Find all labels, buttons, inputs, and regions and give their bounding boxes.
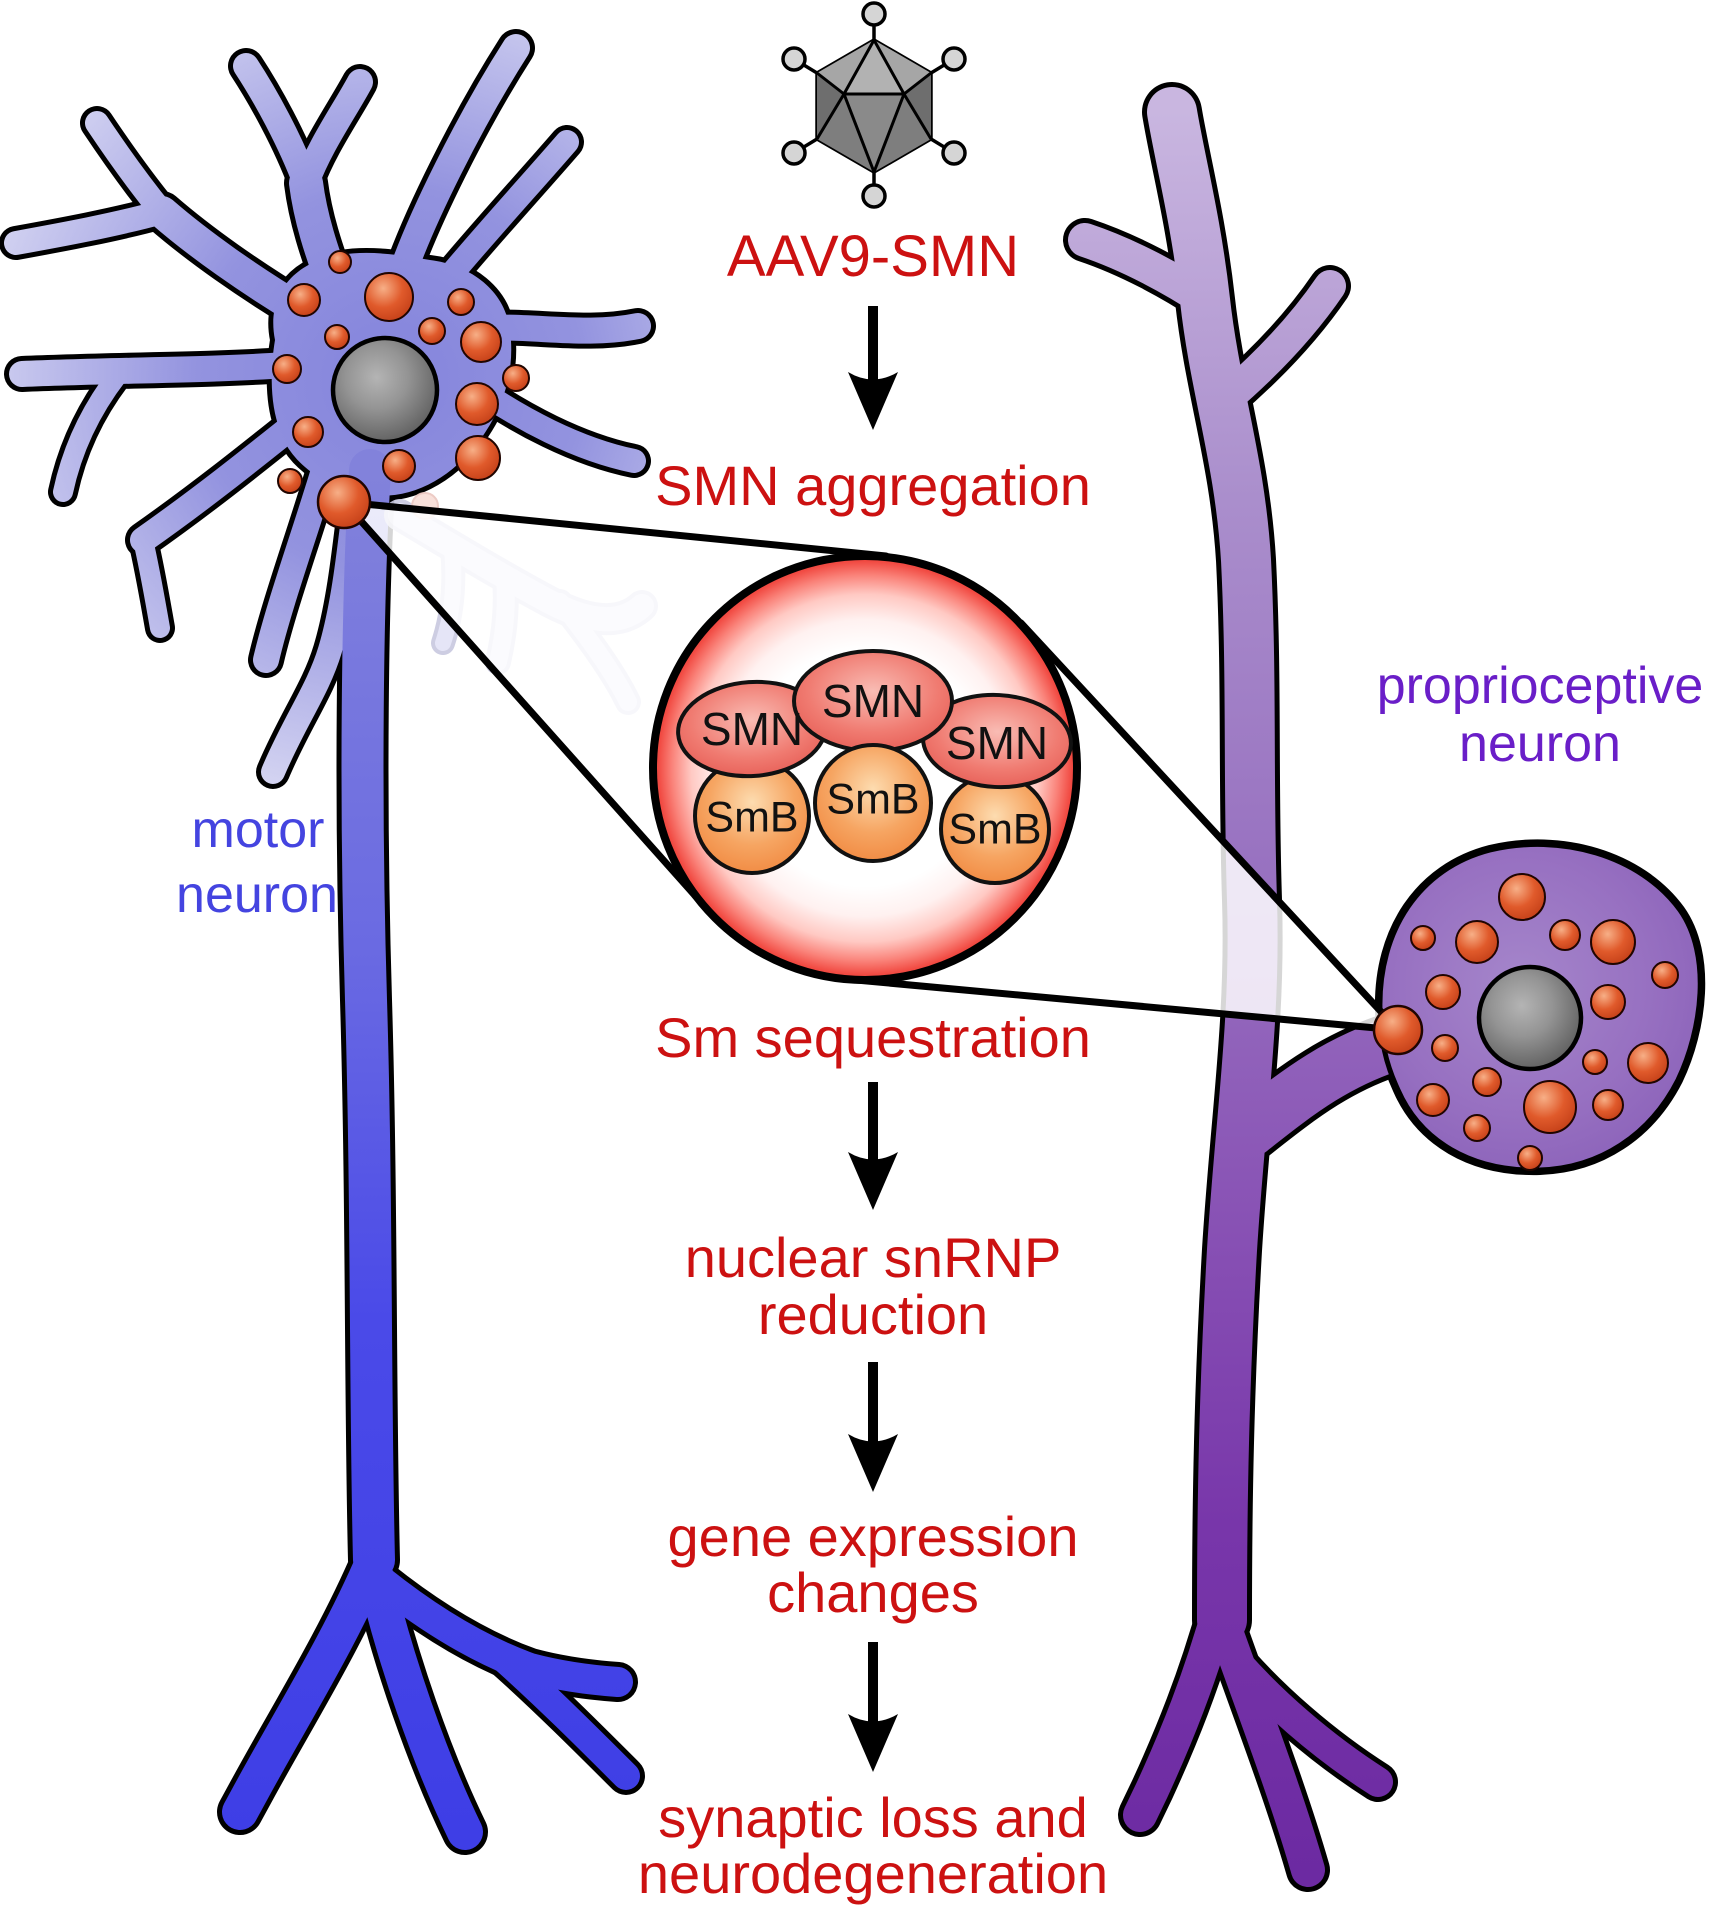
step-gene-label-line1: gene expression	[667, 1505, 1079, 1568]
aggregation-lens	[649, 552, 1081, 984]
smn-blob-label-2: SMN	[821, 675, 925, 727]
motor-neuron-label-line1: motor	[191, 801, 325, 859]
smb-blob-label-3: SmB	[948, 805, 1042, 854]
smn-blob-label-3: SMN	[945, 717, 1049, 769]
motor-neuron-nucleus	[330, 335, 440, 445]
proprioceptive-neuron-nucleus	[1476, 964, 1584, 1072]
step-gene-label-line2: changes	[767, 1561, 979, 1624]
proprioceptive-neuron-granules	[1410, 873, 1679, 1171]
virus-label: AAV9-SMN	[726, 224, 1020, 289]
flow-arrow-1	[848, 306, 898, 430]
step-snrnp-label-line1: nuclear snRNP	[684, 1226, 1062, 1289]
smb-blob-2	[813, 743, 933, 863]
proprioceptive-neuron	[1063, 82, 1706, 1892]
motor-neuron-label-line2: neuron	[176, 866, 338, 924]
smb-blob-label-2: SmB	[826, 775, 920, 824]
proprioceptive-neuron-label-line2: neuron	[1459, 715, 1621, 773]
step-loss-label-line2: neurodegeneration	[637, 1842, 1109, 1905]
zoom-callout-lines	[340, 498, 1402, 1034]
step-loss-label-line1: synaptic loss and	[658, 1786, 1088, 1849]
flow-arrow-3	[848, 1362, 898, 1492]
callout-origin-granule-proprio	[1372, 1004, 1424, 1056]
step-aggregation-label: SMN aggregation	[655, 454, 1091, 517]
virus-icon	[781, 1, 967, 209]
flow-arrow-4	[848, 1642, 898, 1772]
callout-origin-granule-motor	[316, 474, 372, 530]
smb-blob-label-1: SmB	[705, 793, 799, 842]
step-snrnp-label-line2: reduction	[757, 1283, 989, 1346]
flow-arrow-2	[848, 1082, 898, 1210]
step-sequestration-label: Sm sequestration	[655, 1006, 1091, 1069]
motor-neuron	[0, 29, 656, 1855]
motor-neuron-granules	[272, 250, 530, 494]
proprioceptive-neuron-label-line1: proprioceptive	[1376, 657, 1704, 715]
smn-blob-label-1: SMN	[700, 703, 804, 755]
